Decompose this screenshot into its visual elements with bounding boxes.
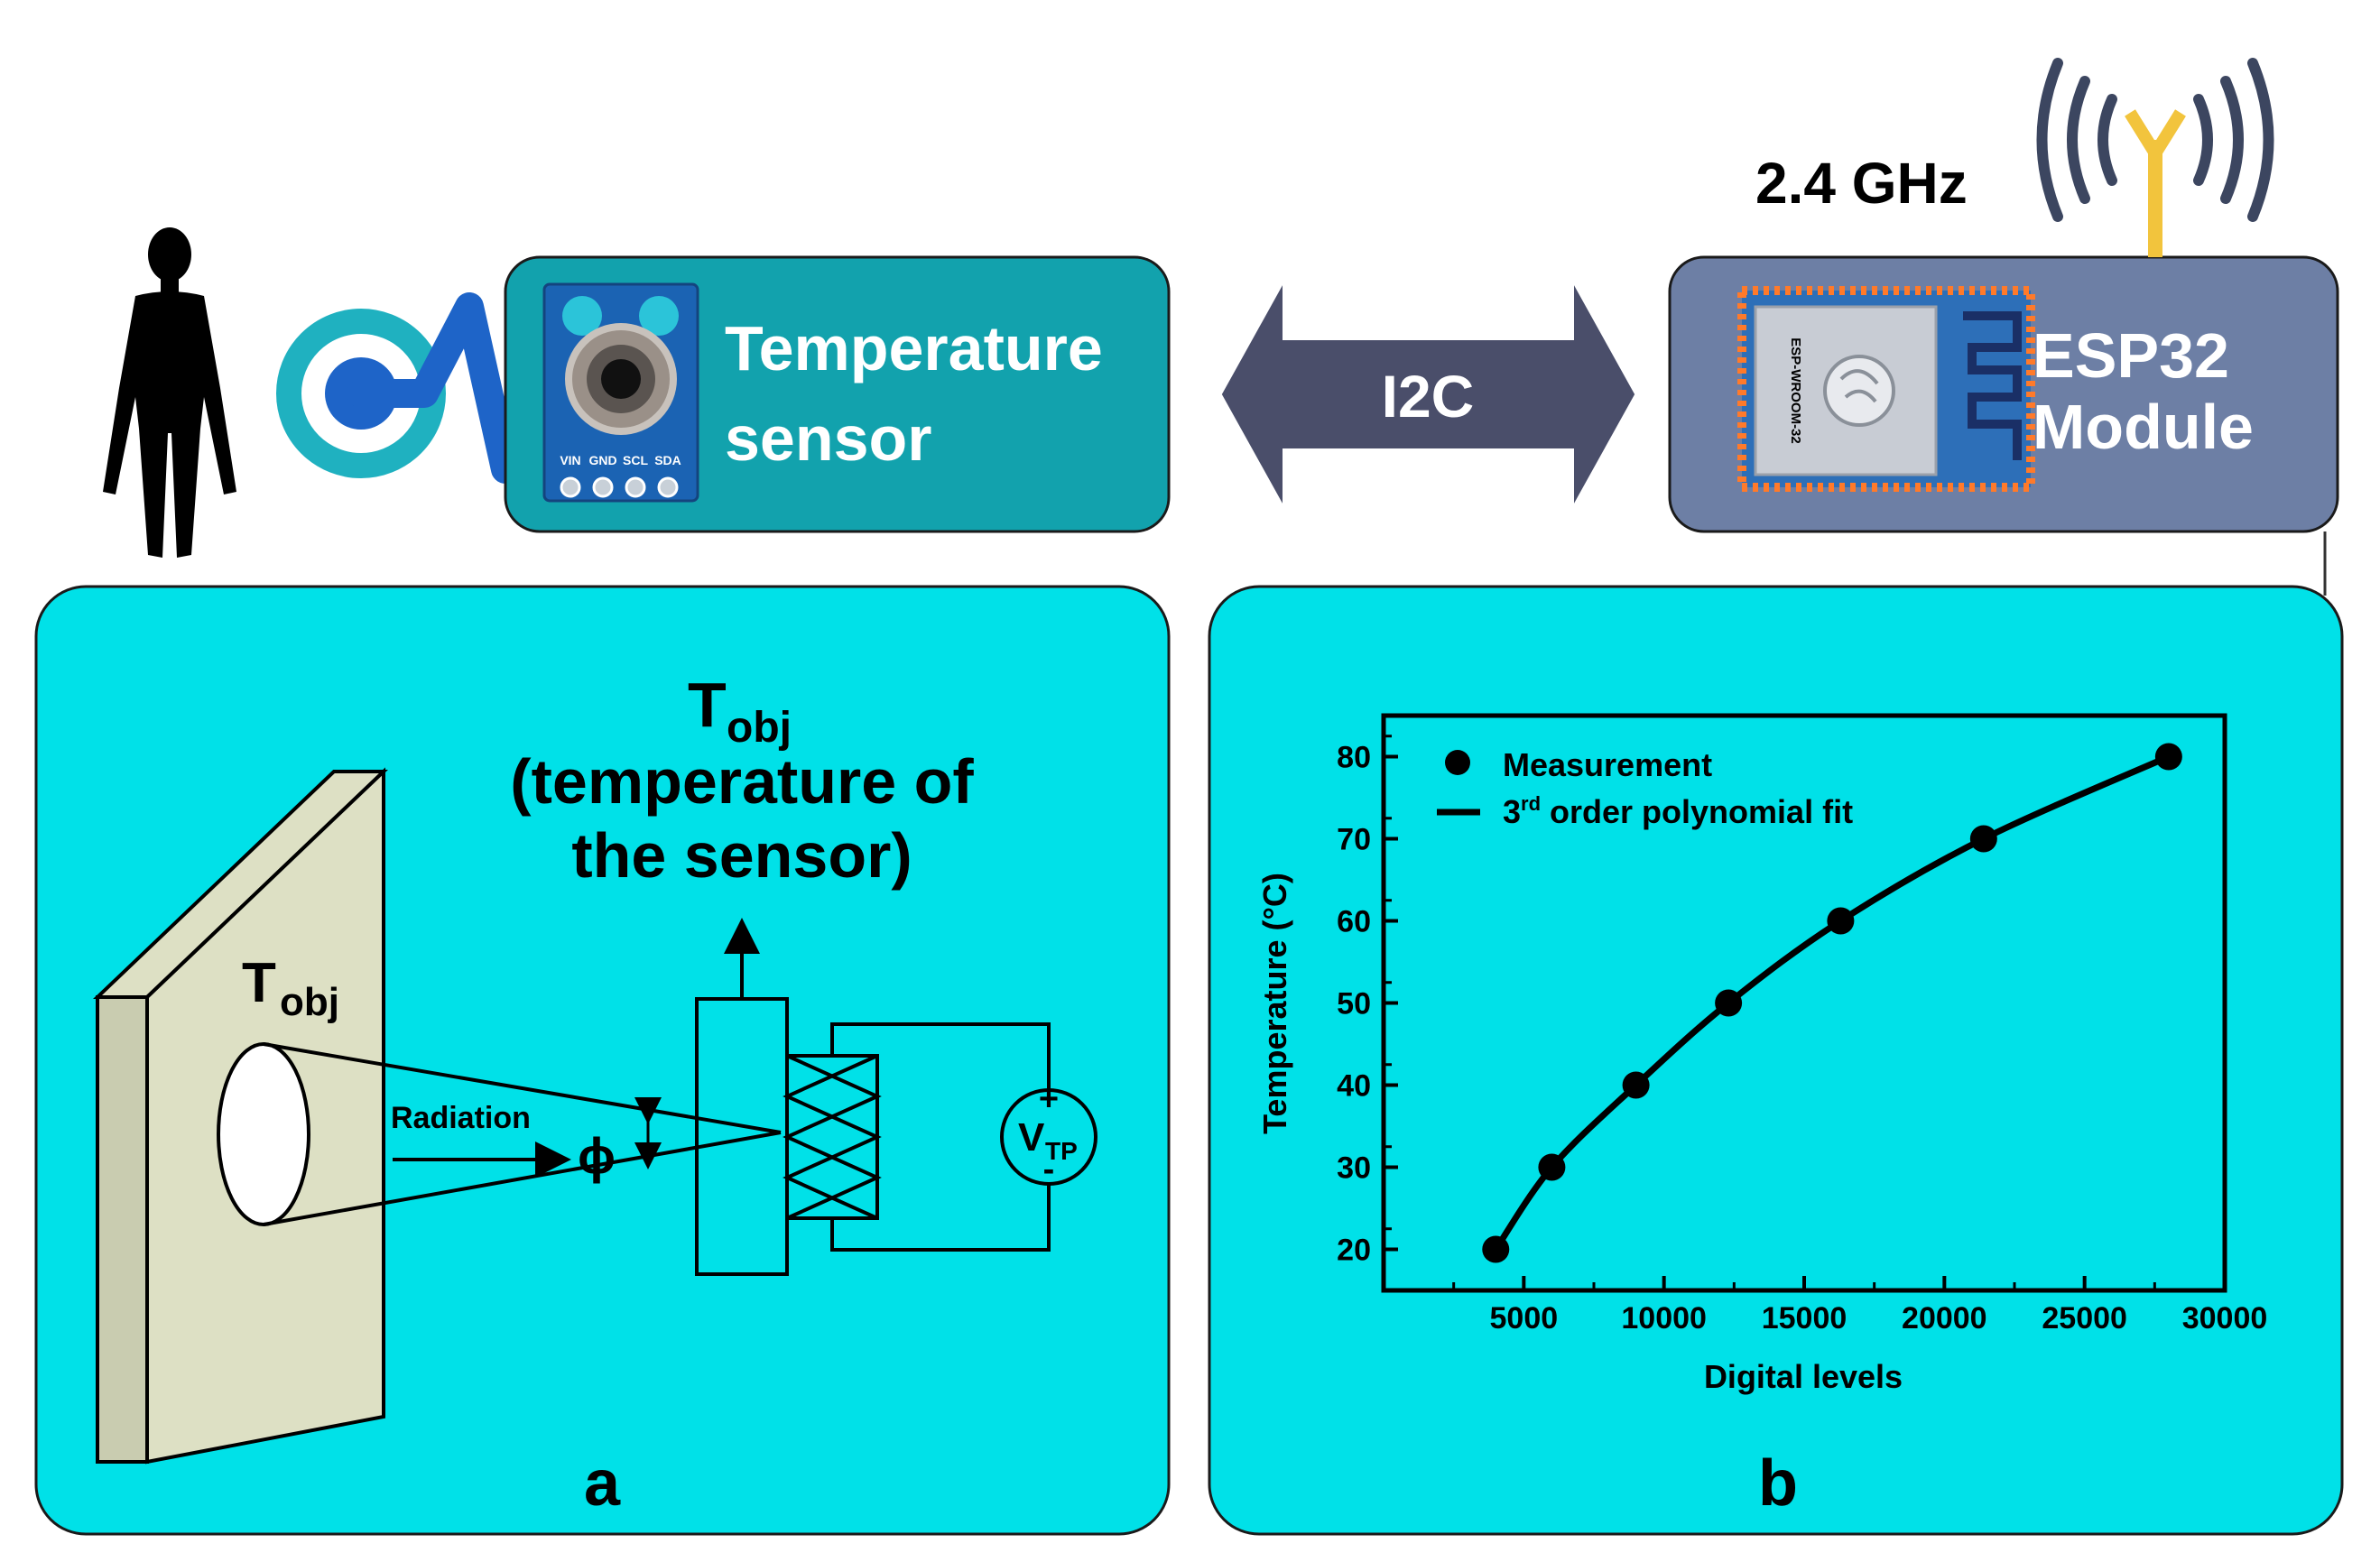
- i2c-label: I2C: [1382, 363, 1475, 430]
- panel-a: T obj Radiation ϕ + V TP - T obj (temp: [34, 585, 1171, 1536]
- esp-label-line2: Module: [2033, 392, 2254, 462]
- y-tick-label: 60: [1337, 905, 1371, 939]
- measurement-point: [2154, 743, 2182, 771]
- voltage-minus: -: [1043, 1151, 1055, 1188]
- x-axis-label: Digital levels: [1704, 1358, 1903, 1395]
- object-plate: [93, 767, 388, 1465]
- pin-label-vin: VIN: [560, 453, 580, 467]
- voltage-sub: TP: [1045, 1137, 1078, 1165]
- sensor-board-icon: VIN GND SCL SDA: [542, 282, 699, 503]
- wifi-waves-icon: [2036, 58, 2274, 222]
- esp32-module-box: ESP-WROOM-32 ESP32 Module: [1668, 255, 2339, 596]
- panel-b-caption: b: [1758, 1447, 1798, 1520]
- y-tick-label: 40: [1337, 1069, 1371, 1104]
- radiation-cone: [263, 1042, 782, 1226]
- measurement-point: [1969, 825, 1997, 853]
- voltage-plus: +: [1039, 1080, 1059, 1118]
- esp32-chip-icon: ESP-WROOM-32: [1737, 286, 2035, 492]
- y-axis: 20 30 40 50 60 70 80: [1337, 735, 1398, 1268]
- measurement-point: [1827, 907, 1855, 935]
- sensor-label-line2: sensor: [725, 403, 932, 474]
- x-tick-label: 15000: [1762, 1301, 1848, 1336]
- pin-label-gnd: GND: [588, 453, 616, 467]
- legend-marker-measurement: [1445, 750, 1470, 775]
- x-tick-label: 25000: [2042, 1301, 2127, 1336]
- panel-b: 20 30 40 50 60 70 80 5000 10000 15000 20000 25000 3…: [1208, 585, 2344, 1536]
- sensor-label-line1: Temperature: [725, 313, 1103, 384]
- i2c-link-arrow: I2C: [1221, 285, 1635, 504]
- measurement-points: [1482, 743, 2182, 1263]
- radiation-label: Radiation: [391, 1101, 531, 1135]
- y-tick-label: 30: [1337, 1151, 1371, 1186]
- object-temp-sub: obj: [280, 980, 339, 1024]
- thermopile-structure: [695, 918, 1097, 1276]
- measurement-point: [1622, 1071, 1650, 1099]
- voltage-symbol: V: [1018, 1115, 1045, 1160]
- y-tick-label: 50: [1337, 987, 1371, 1021]
- y-tick-label: 70: [1337, 823, 1371, 857]
- x-tick-label: 5000: [1490, 1301, 1559, 1336]
- pin-label-scl: SCL: [623, 453, 648, 467]
- x-axis: 5000 10000 15000 20000 25000 30000: [1452, 1276, 2268, 1336]
- measurement-point: [1715, 989, 1743, 1017]
- object-temp-symbol: T: [242, 952, 276, 1014]
- human-silhouette-icon: [103, 227, 236, 558]
- sensor-temp-symbol: T: [688, 670, 727, 740]
- panel-a-caption: a: [584, 1447, 621, 1520]
- pin-label-sda: SDA: [654, 453, 681, 467]
- y-tick-label: 20: [1337, 1234, 1371, 1268]
- antenna-icon: [2125, 109, 2186, 257]
- chip-text: ESP-WROOM-32: [1788, 337, 1803, 444]
- sensor-temp-sub: obj: [727, 704, 792, 752]
- phi-symbol: ϕ: [578, 1127, 616, 1184]
- sensor-pins: [560, 476, 679, 498]
- x-tick-label: 10000: [1621, 1301, 1707, 1336]
- temperature-sensor-box: VIN GND SCL SDA Temperature sensor: [504, 255, 1171, 533]
- calibration-chart: 20 30 40 50 60 70 80 5000 10000 15000 20000 25000 3…: [1256, 713, 2268, 1395]
- sensor-temp-desc-line1: (temperature of: [510, 746, 974, 817]
- y-tick-label: 80: [1337, 741, 1371, 775]
- measurement-point: [1482, 1235, 1510, 1263]
- esp-label-line1: ESP32: [2033, 320, 2229, 391]
- x-tick-label: 30000: [2182, 1301, 2268, 1336]
- legend-fit: 3rd order polynomial fit: [1503, 792, 1853, 830]
- legend-measurement: Measurement: [1503, 746, 1712, 783]
- y-axis-label: Temperature (°C): [1256, 873, 1293, 1134]
- sensor-temp-desc-line2: the sensor): [571, 820, 912, 891]
- measurement-point: [1538, 1153, 1566, 1181]
- infrared-signal-icon: [276, 292, 556, 484]
- frequency-label: 2.4 GHz: [1755, 151, 1968, 216]
- x-tick-label: 20000: [1902, 1301, 1987, 1336]
- chart-legend: Measurement 3rd order polynomial fit: [1437, 746, 1853, 830]
